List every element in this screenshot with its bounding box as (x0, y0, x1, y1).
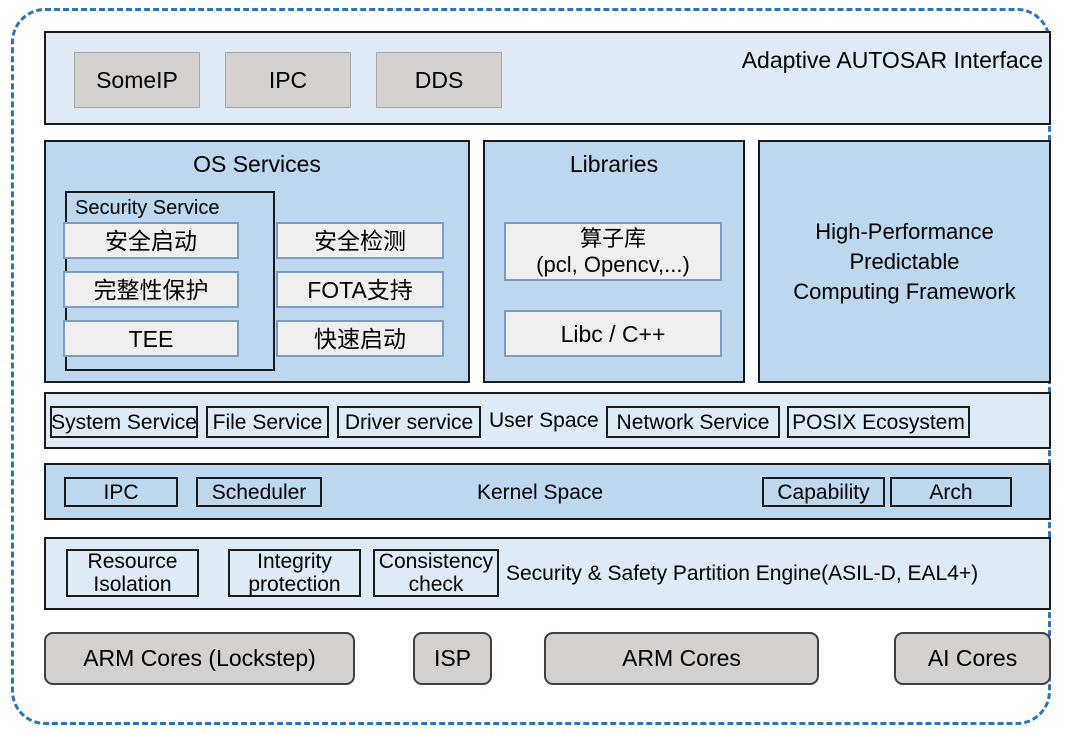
adaptive-autosar-interface-band: Adaptive AUTOSAR Interface (44, 31, 1051, 125)
security-box-resource-isolation[interactable]: Resource Isolation (66, 549, 199, 597)
security-box-consistency-check[interactable]: Consistency check (373, 549, 499, 597)
protocol-chip-someip[interactable]: SomeIP (74, 52, 200, 108)
tile-operator-library-line2: (pcl, Opencv,...) (536, 251, 690, 277)
security-box-integrity-protection-line2: protection (248, 573, 341, 596)
kernel-space-box-arch[interactable]: Arch (890, 477, 1012, 507)
tile-fast-boot[interactable]: 快速启动 (276, 320, 444, 357)
hpc-line1: High-Performance (815, 218, 994, 244)
tile-libc-cpp[interactable]: Libc / C++ (504, 310, 722, 357)
tile-operator-library-line1: 算子库 (579, 225, 646, 251)
kernel-space-label: Kernel Space (477, 481, 604, 504)
user-space-box-file-service[interactable]: File Service (206, 406, 329, 438)
tile-fota-support[interactable]: FOTA支持 (276, 271, 444, 308)
security-box-consistency-check-line1: Consistency (378, 550, 494, 573)
hardware-chip-isp[interactable]: ISP (413, 632, 492, 685)
security-box-consistency-check-line2: check (408, 573, 464, 596)
kernel-space-box-scheduler[interactable]: Scheduler (196, 477, 322, 507)
kernel-space-box-ipc[interactable]: IPC (64, 477, 178, 507)
user-space-box-system-service[interactable]: System Service (50, 406, 198, 438)
user-space-box-driver-service[interactable]: Driver service (337, 406, 481, 438)
protocol-chip-ipc[interactable]: IPC (225, 52, 351, 108)
user-space-label: User Space (489, 409, 599, 432)
tile-integrity-protection[interactable]: 完整性保护 (63, 271, 239, 308)
hardware-chip-arm-cores-lockstep[interactable]: ARM Cores (Lockstep) (44, 632, 355, 685)
hpc-panel-text: High-Performance Predictable Computing F… (760, 142, 1049, 381)
security-box-resource-isolation-line1: Resource (87, 550, 178, 573)
hardware-chip-arm-cores[interactable]: ARM Cores (544, 632, 819, 685)
user-space-box-network-service[interactable]: Network Service (606, 406, 780, 438)
os-services-title: OS Services (193, 151, 321, 177)
tile-secure-boot[interactable]: 安全启动 (63, 222, 239, 259)
user-space-box-posix-ecosystem[interactable]: POSIX Ecosystem (787, 406, 970, 438)
libraries-title: Libraries (569, 151, 659, 177)
tile-operator-library[interactable]: 算子库 (pcl, Opencv,...) (504, 222, 722, 281)
security-safety-partition-band (44, 537, 1051, 610)
kernel-space-box-capability[interactable]: Capability (762, 477, 885, 507)
security-box-resource-isolation-line2: Isolation (93, 573, 172, 596)
hpc-line2: Predictable (849, 248, 960, 274)
security-service-title: Security Service (75, 197, 220, 219)
hpc-line3: Computing Framework (793, 278, 1016, 304)
user-space-band (44, 392, 1051, 449)
protocol-chip-dds[interactable]: DDS (376, 52, 502, 108)
security-box-integrity-protection-line1: Integrity (257, 550, 332, 573)
tile-tee[interactable]: TEE (63, 320, 239, 357)
security-box-integrity-protection[interactable]: Integrity protection (228, 549, 361, 597)
high-performance-computing-panel: High-Performance Predictable Computing F… (758, 140, 1051, 383)
hardware-chip-ai-cores[interactable]: AI Cores (894, 632, 1051, 685)
adaptive-autosar-interface-label: Adaptive AUTOSAR Interface (741, 47, 1043, 73)
security-safety-partition-label: Security & Safety Partition Engine(ASIL-… (506, 562, 979, 585)
tile-security-detection[interactable]: 安全检测 (276, 222, 444, 259)
